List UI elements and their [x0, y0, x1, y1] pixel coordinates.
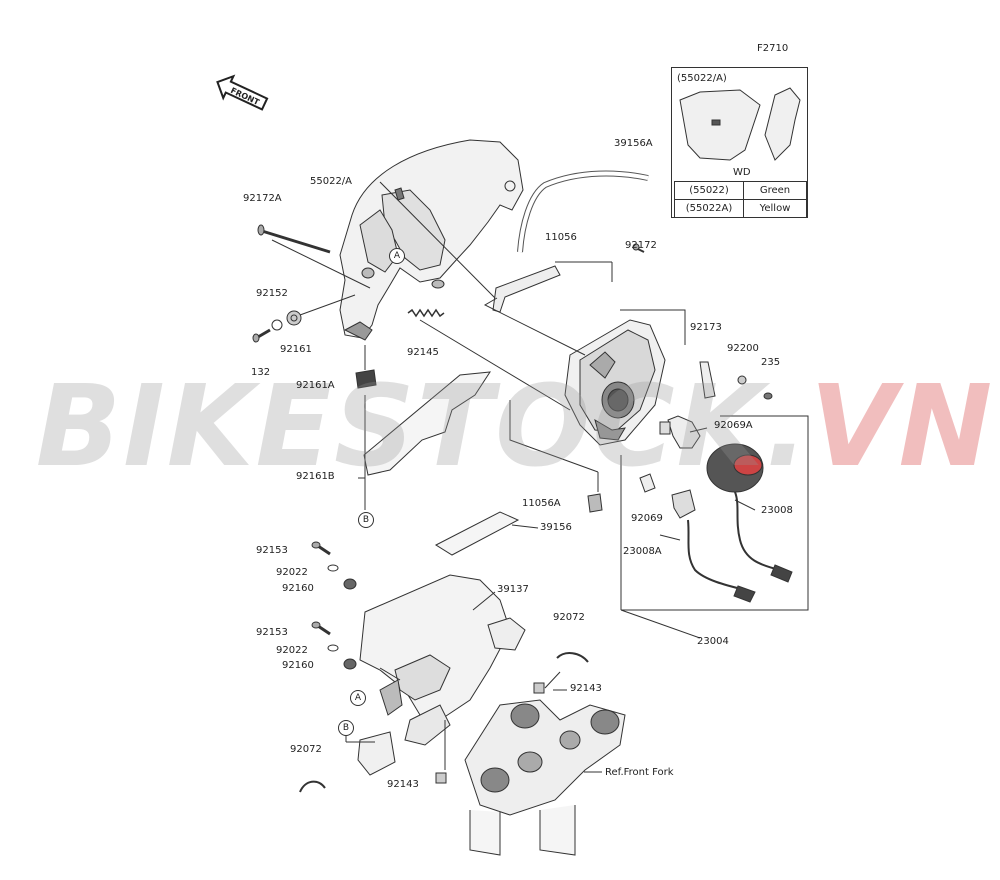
callout-39156a[interactable]: 39156A — [614, 138, 653, 149]
callout-92143-right[interactable]: 92143 — [570, 683, 602, 694]
marker-b-lower: B — [338, 720, 354, 736]
callout-92173[interactable]: 92173 — [690, 322, 722, 333]
callout-92143-lower[interactable]: 92143 — [387, 779, 419, 790]
marker-b-upper: B — [358, 512, 374, 528]
callout-55022a[interactable]: 55022/A — [310, 176, 353, 187]
callout-92069[interactable]: 92069 — [631, 513, 663, 524]
marker-a-lower: A — [350, 690, 366, 706]
callout-92072-upper[interactable]: 92072 — [553, 612, 585, 623]
callout-92160-upper[interactable]: 92160 — [282, 583, 314, 594]
callout-92161a[interactable]: 92161A — [296, 380, 335, 391]
callout-23008a[interactable]: 23008A — [623, 546, 662, 557]
callout-92160-lower[interactable]: 92160 — [282, 660, 314, 671]
callout-92145[interactable]: 92145 — [407, 347, 439, 358]
callout-39156[interactable]: 39156 — [540, 522, 572, 533]
callout-92069a[interactable]: 92069A — [714, 420, 753, 431]
inset-wd-label: WD — [733, 167, 751, 178]
figure-code: F2710 — [757, 43, 789, 54]
table-row: (55022) Green — [674, 181, 807, 200]
color-variant-table: (55022) Green (55022A) Yellow — [674, 181, 807, 218]
callout-23004[interactable]: 23004 — [697, 636, 729, 647]
variant-code: (55022A) — [674, 199, 744, 218]
callout-39137[interactable]: 39137 — [497, 584, 529, 595]
callout-92172[interactable]: 92172 — [625, 240, 657, 251]
callout-92072-lower[interactable]: 92072 — [290, 744, 322, 755]
callout-92172a[interactable]: 92172A — [243, 193, 282, 204]
callout-92022-lower[interactable]: 92022 — [276, 645, 308, 656]
callout-92161[interactable]: 92161 — [280, 344, 312, 355]
callout-92200[interactable]: 92200 — [727, 343, 759, 354]
callout-92153-upper[interactable]: 92153 — [256, 545, 288, 556]
front-direction-badge: FRONT — [216, 74, 269, 111]
variant-color: Green — [743, 181, 807, 200]
variant-color: Yellow — [743, 199, 807, 218]
headlight-unit-drawing — [564, 319, 666, 446]
inset-title: (55022/A) — [677, 73, 727, 84]
headlight-cowl-drawing — [339, 139, 524, 341]
callout-132[interactable]: 132 — [251, 367, 271, 378]
callout-11056[interactable]: 11056 — [545, 232, 577, 243]
callout-92152[interactable]: 92152 — [256, 288, 288, 299]
callout-23008[interactable]: 23008 — [761, 505, 793, 516]
long-bolt-drawing — [257, 224, 331, 254]
front-fork-drawing — [464, 699, 626, 856]
callout-11056a[interactable]: 11056A — [522, 498, 561, 509]
variant-code: (55022) — [674, 181, 744, 200]
callout-235[interactable]: 235 — [761, 357, 781, 368]
callout-92022-upper[interactable]: 92022 — [276, 567, 308, 578]
variant-inset — [671, 67, 808, 218]
bracket-39137-drawing — [357, 574, 526, 776]
marker-a-upper: A — [389, 248, 405, 264]
callout-ref-front-fork[interactable]: Ref.Front Fork — [605, 767, 674, 778]
callout-92161b[interactable]: 92161B — [296, 471, 335, 482]
callout-92153-lower[interactable]: 92153 — [256, 627, 288, 638]
table-row: (55022A) Yellow — [674, 199, 807, 218]
